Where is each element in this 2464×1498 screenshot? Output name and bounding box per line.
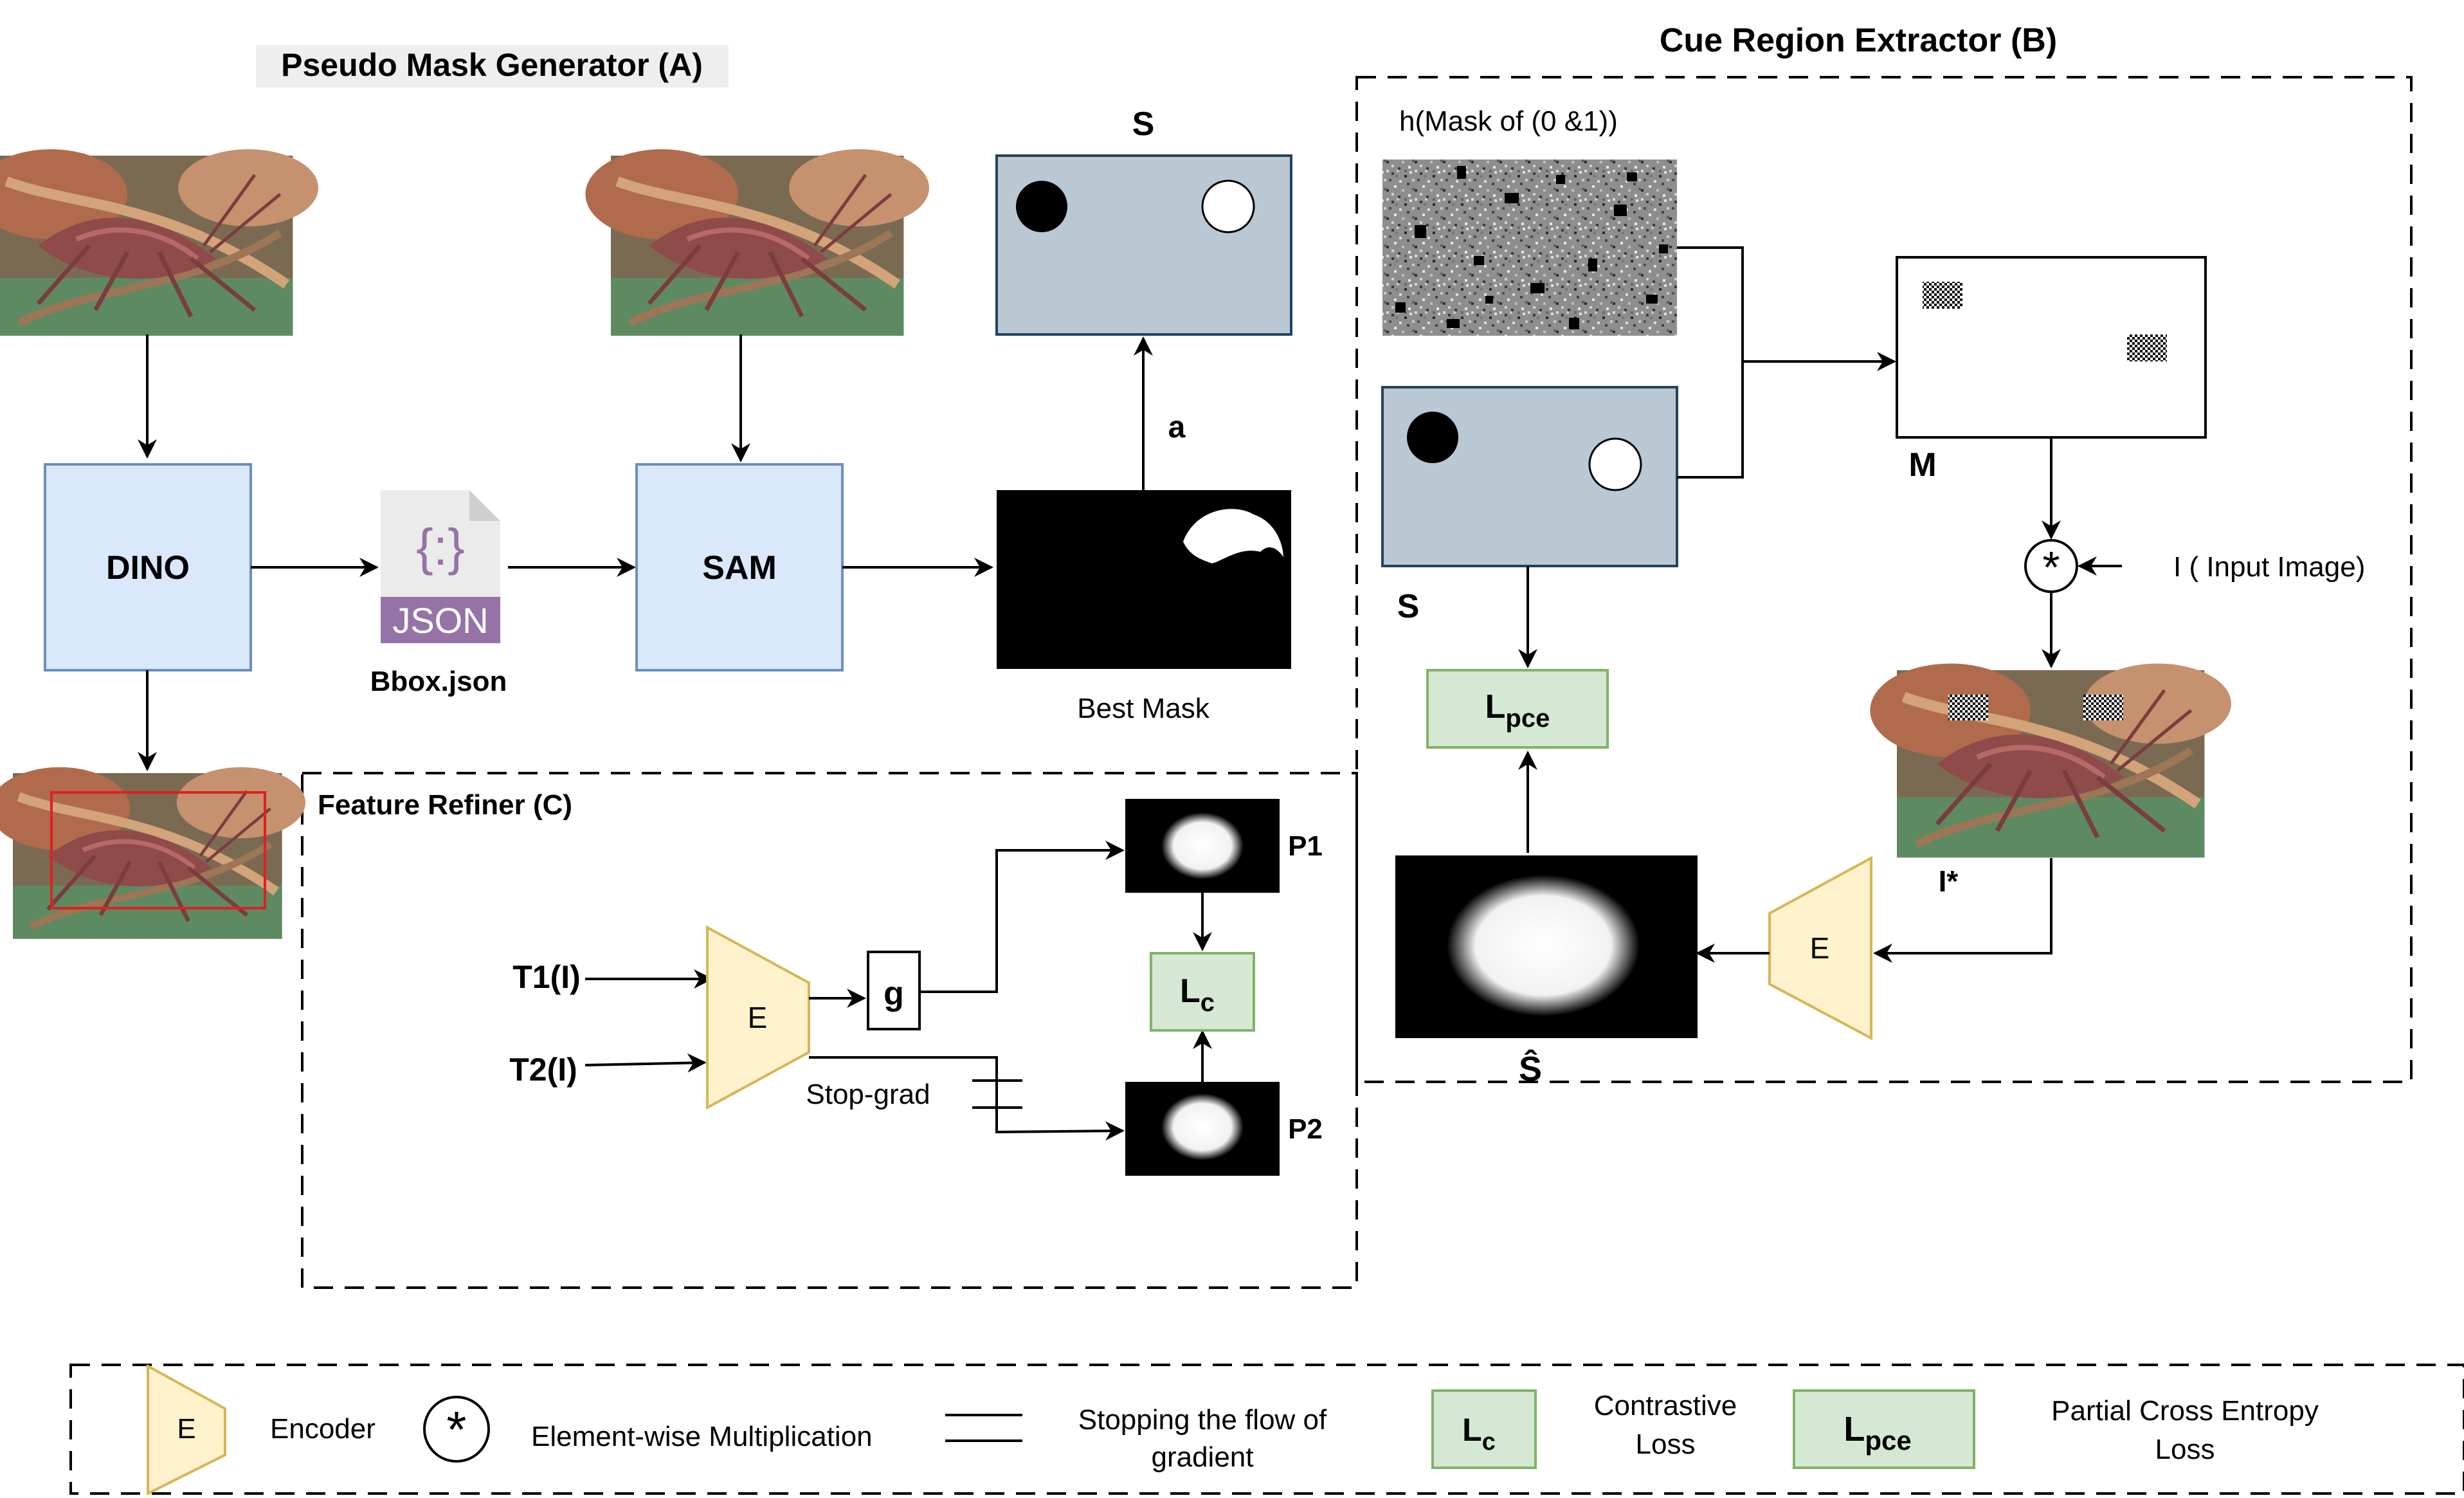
noise-mask-image bbox=[1382, 160, 1677, 336]
input-image-bbox bbox=[0, 767, 305, 939]
t1-label: T1(I) bbox=[512, 959, 581, 995]
legend-stop-label-line2: gradient bbox=[1151, 1441, 1253, 1473]
t2-label: T2(I) bbox=[509, 1052, 577, 1088]
legend-lpce-label-line1: Partial Cross Entropy bbox=[2051, 1395, 2319, 1427]
dino-box bbox=[44, 463, 252, 671]
scribble-dot-dark-a bbox=[1016, 181, 1067, 232]
input-image-top-middle bbox=[585, 149, 929, 336]
legend-multiply-symbol: * bbox=[446, 1401, 466, 1458]
cue-region-frame bbox=[1355, 76, 2413, 1083]
s-hat-label: Ŝ bbox=[1519, 1049, 1542, 1088]
pmg-title-bg bbox=[256, 45, 729, 87]
istar-label: I* bbox=[1939, 864, 1959, 898]
legend-stop-label-line1: Stopping the flow of bbox=[1078, 1404, 1327, 1436]
scribble-dot-light-b bbox=[1588, 437, 1642, 491]
projector-g-box bbox=[867, 951, 921, 1030]
feature-refiner-frame bbox=[301, 772, 1358, 1289]
lpce-loss-label: Lpce bbox=[1485, 688, 1550, 733]
encoder-b bbox=[1768, 855, 1872, 1041]
feature-refiner-title: Feature Refiner (C) bbox=[318, 789, 572, 821]
arrow-t2-to-encoder bbox=[584, 1053, 707, 1073]
p1-blob bbox=[1161, 812, 1244, 879]
lpce-loss-box bbox=[1426, 669, 1609, 749]
scribble-dot-light-a bbox=[1201, 179, 1255, 233]
legend-multiply-node bbox=[423, 1396, 490, 1463]
multiply-symbol: * bbox=[2042, 542, 2060, 592]
scribble-dot-dark-b bbox=[1407, 412, 1458, 463]
lc-loss-label: Lc bbox=[1180, 973, 1215, 1017]
legend-lc-label-line1: Contrastive bbox=[1594, 1390, 1737, 1421]
p2-label: P2 bbox=[1288, 1113, 1323, 1145]
stop-grad-label: Stop-grad bbox=[806, 1079, 930, 1110]
noise-mask-holes bbox=[1395, 166, 1668, 329]
legend-multiply-label: Element-wise Multiplication bbox=[531, 1421, 873, 1452]
sam-label: SAM bbox=[702, 549, 777, 587]
legend-encoder-shape bbox=[147, 1364, 226, 1496]
legend-frame bbox=[69, 1364, 2464, 1495]
legend-lpce-label-line2: Loss bbox=[2155, 1434, 2215, 1465]
s-label-b: S bbox=[1397, 588, 1420, 625]
legend-lpce-text: Lpce bbox=[1843, 1410, 1911, 1456]
masked-image-istar bbox=[1870, 664, 2231, 858]
legend-lc-box bbox=[1431, 1389, 1537, 1469]
best-mask-blob bbox=[1183, 509, 1283, 563]
m-label: M bbox=[1908, 446, 1936, 484]
p1-label: P1 bbox=[1288, 830, 1323, 862]
input-image-label: I ( Input Image) bbox=[2173, 551, 2365, 583]
p2-blob bbox=[1161, 1093, 1244, 1160]
predicted-s-hat-blob bbox=[1447, 875, 1640, 1016]
best-mask-caption: Best Mask bbox=[1077, 693, 1209, 724]
noise-mask-caption: h(Mask of (0 &1)) bbox=[1399, 105, 1618, 137]
arrow-istar-to-encoder bbox=[1873, 858, 2052, 963]
encoder-b-label: E bbox=[1810, 931, 1830, 965]
lc-loss-box bbox=[1150, 952, 1255, 1032]
s-label-a: S bbox=[1132, 105, 1155, 143]
input-image-top-left bbox=[0, 149, 318, 336]
json-badge-text: JSON bbox=[392, 600, 488, 641]
arrow-a-label: a bbox=[1168, 410, 1186, 444]
encoder-c bbox=[706, 925, 810, 1110]
merge-connector bbox=[1677, 246, 1744, 479]
json-glyph: {:} bbox=[416, 518, 465, 576]
bbox-json-caption: Bbox.json bbox=[370, 666, 507, 697]
m-cue-patch-1 bbox=[1923, 282, 1962, 309]
legend-lc-label-line2: Loss bbox=[1636, 1429, 1696, 1460]
legend-encoder-label: Encoder bbox=[270, 1413, 376, 1445]
arrow-encoder-to-p2 bbox=[809, 1056, 1125, 1141]
bounding-box bbox=[50, 791, 266, 909]
dino-label: DINO bbox=[106, 549, 190, 587]
json-file-icon: {:} JSON bbox=[381, 490, 500, 643]
projector-g-label: g bbox=[883, 975, 904, 1012]
legend-lpce-box bbox=[1793, 1389, 1975, 1469]
arrow-g-to-p1 bbox=[919, 841, 1125, 993]
istar-cue-patch-2 bbox=[2083, 695, 2123, 720]
encoder-c-label: E bbox=[748, 1001, 768, 1034]
istar-cue-patch-1 bbox=[1948, 695, 1988, 720]
m-cue-patch-2 bbox=[2127, 334, 2167, 361]
pseudo-mask-generator-title: Pseudo Mask Generator (A) bbox=[281, 47, 703, 83]
legend-encoder-symbol: E bbox=[177, 1413, 195, 1445]
cue-region-extractor-title: Cue Region Extractor (B) bbox=[1660, 22, 2057, 59]
legend-lc-text: Lc bbox=[1462, 1412, 1496, 1456]
